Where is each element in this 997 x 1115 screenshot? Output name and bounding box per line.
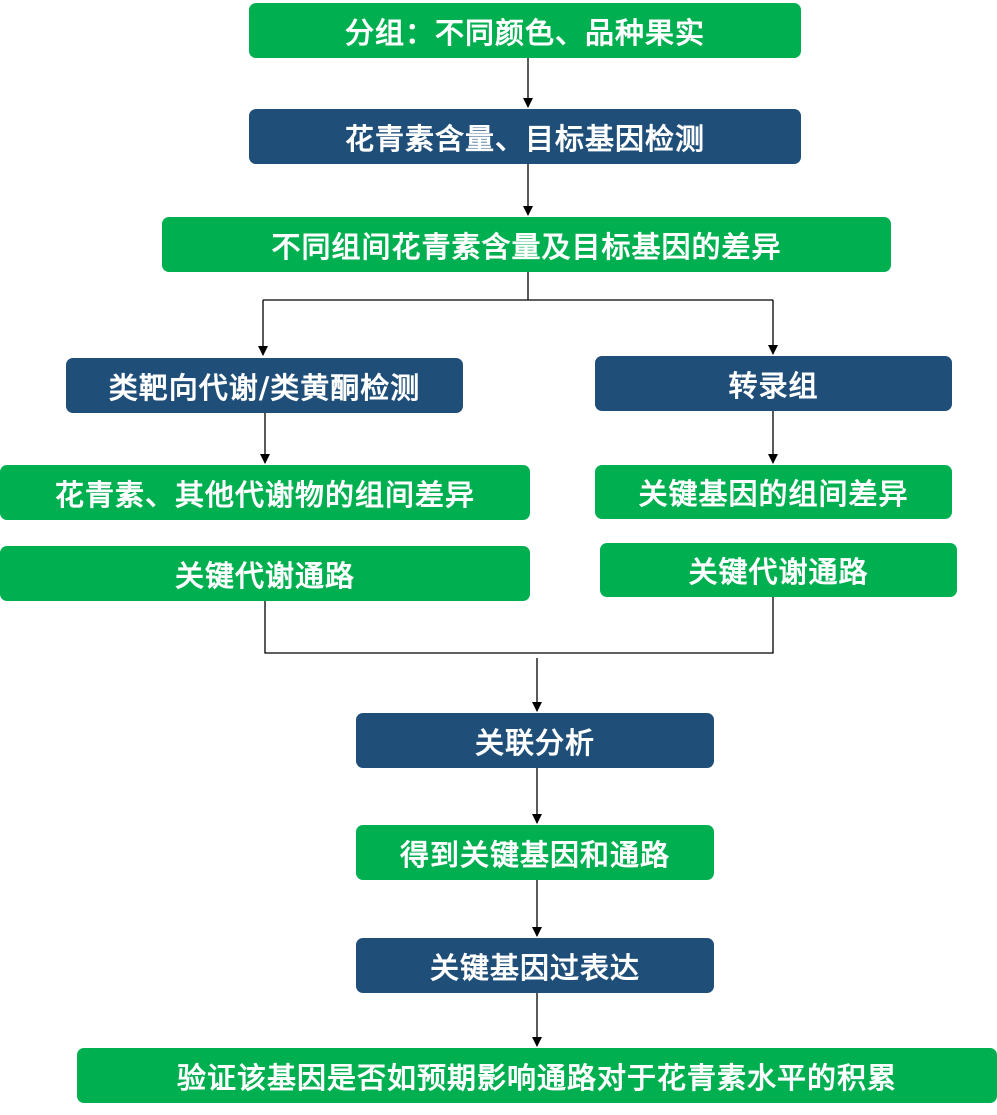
node-group-difference: 不同组间花青素含量及目标基因的差异 [162,217,891,272]
node-overexpression: 关键基因过表达 [356,938,714,993]
node-key-pathway-right: 关键代谢通路 [600,543,957,597]
node-validation: 验证该基因是否如预期影响通路对于花青素水平的积累 [77,1048,997,1103]
node-metabolomics: 类靶向代谢/类黄酮检测 [66,358,463,413]
node-key-pathway-left: 关键代谢通路 [0,546,530,601]
node-grouping: 分组：不同颜色、品种果实 [249,3,801,58]
split-connector [263,272,773,301]
node-correlation: 关联分析 [356,713,714,768]
node-get-genes-pathways: 得到关键基因和通路 [356,825,714,880]
node-transcriptome: 转录组 [595,356,952,411]
merge-connector [264,597,774,654]
node-metabolite-difference: 花青素、其他代谢物的组间差异 [0,465,530,520]
node-detect-anthocyanin: 花青素含量、目标基因检测 [249,109,801,164]
node-key-gene-difference: 关键基因的组间差异 [595,465,952,519]
